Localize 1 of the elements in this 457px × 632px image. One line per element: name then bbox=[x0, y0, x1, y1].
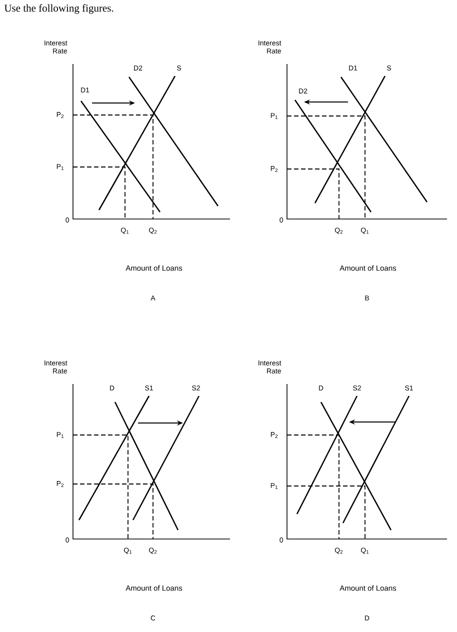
title: Use the following figures. bbox=[4, 4, 114, 14]
